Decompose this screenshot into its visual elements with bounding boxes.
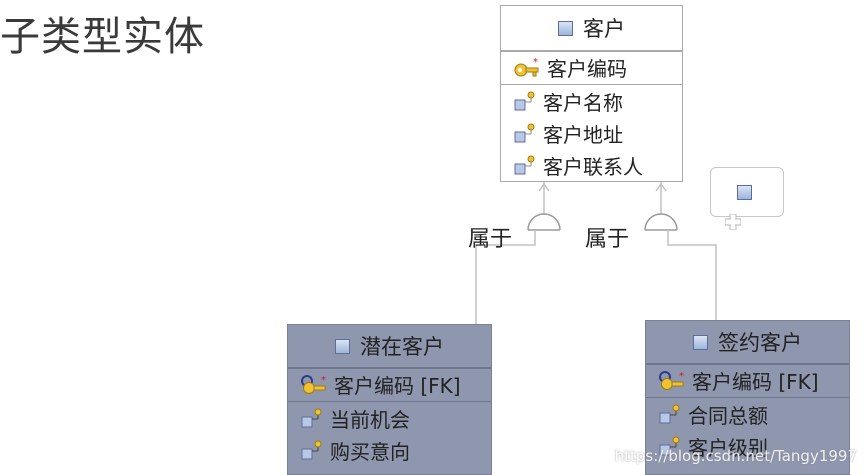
- entity-name: 签约客户: [718, 331, 802, 355]
- entity-name: 客户: [583, 17, 625, 41]
- attribute-icon: [301, 440, 322, 460]
- attribute-row[interactable]: 当前机会: [288, 402, 491, 434]
- connector-left-child: [475, 230, 536, 324]
- attribute-name: 客户地址: [543, 122, 623, 147]
- attribute-row[interactable]: 客户地址: [501, 117, 682, 149]
- add-entity-placeholder[interactable]: [710, 167, 784, 230]
- attribute-icon: [659, 436, 680, 456]
- svg-text:*: *: [679, 371, 684, 382]
- attribute-row[interactable]: 合同总额: [646, 398, 849, 430]
- attribute-icon: [301, 408, 322, 428]
- entity-customer[interactable]: 客户 * 客户编码 客户名称 客户地址: [500, 5, 683, 182]
- primary-key-icon: *: [514, 57, 539, 76]
- attribute-name: 客户联系人: [543, 154, 643, 179]
- foreign-key-row[interactable]: * 客户编码 [FK]: [288, 369, 491, 401]
- primary-key-row[interactable]: * 客户编码: [501, 52, 682, 84]
- watermark: https://blog.csdn.net/Tangy1997: [614, 447, 857, 465]
- foreign-key-icon: *: [301, 374, 326, 394]
- entity-icon: [737, 185, 752, 200]
- foreign-key-row[interactable]: * 客户编码 [FK]: [646, 365, 849, 397]
- key-name: 客户编码 [FK]: [692, 370, 819, 394]
- entity-header: 客户: [501, 6, 682, 50]
- svg-text:*: *: [321, 375, 326, 386]
- subtype-symbol-left: [527, 213, 561, 231]
- relationship-label-left: 属于: [468, 227, 513, 252]
- entity-name: 潜在客户: [360, 335, 444, 359]
- key-name: 客户编码: [547, 57, 627, 81]
- attribute-row[interactable]: 客户级别: [646, 430, 849, 462]
- subtype-symbol-right: [644, 213, 678, 231]
- svg-text:*: *: [533, 57, 538, 68]
- attribute-name: 购买意向: [330, 439, 410, 464]
- attribute-icon: [514, 91, 535, 111]
- entity-icon: [335, 338, 350, 354]
- page-title: 子类型实体: [0, 14, 205, 60]
- foreign-key-icon: *: [659, 370, 684, 390]
- entity-icon: [693, 334, 708, 350]
- entity-potential-customer[interactable]: 潜在客户 * 客户编码 [FK] 当前机会 购买意向: [287, 324, 492, 475]
- entity-signed-customer[interactable]: 签约客户 * 客户编码 [FK] 合同总额 客户级别: [645, 320, 850, 475]
- plus-icon[interactable]: [725, 214, 741, 230]
- entity-header: 签约客户: [646, 321, 849, 363]
- attribute-icon: [659, 404, 680, 424]
- attribute-row[interactable]: 客户联系人: [501, 149, 682, 181]
- key-name: 客户编码 [FK]: [334, 374, 461, 398]
- attribute-name: 当前机会: [330, 407, 410, 432]
- attribute-row[interactable]: 购买意向: [288, 434, 491, 466]
- attribute-row[interactable]: 客户名称: [501, 85, 682, 117]
- entity-header: 潜在客户: [288, 325, 491, 367]
- attribute-icon: [514, 155, 535, 175]
- entity-icon: [558, 20, 573, 36]
- attribute-name: 合同总额: [688, 403, 768, 428]
- attribute-name: 客户级别: [688, 435, 768, 460]
- attribute-name: 客户名称: [543, 90, 623, 115]
- relationship-label-right: 属于: [585, 227, 630, 252]
- attribute-icon: [514, 123, 535, 143]
- connector-right-child: [667, 230, 717, 320]
